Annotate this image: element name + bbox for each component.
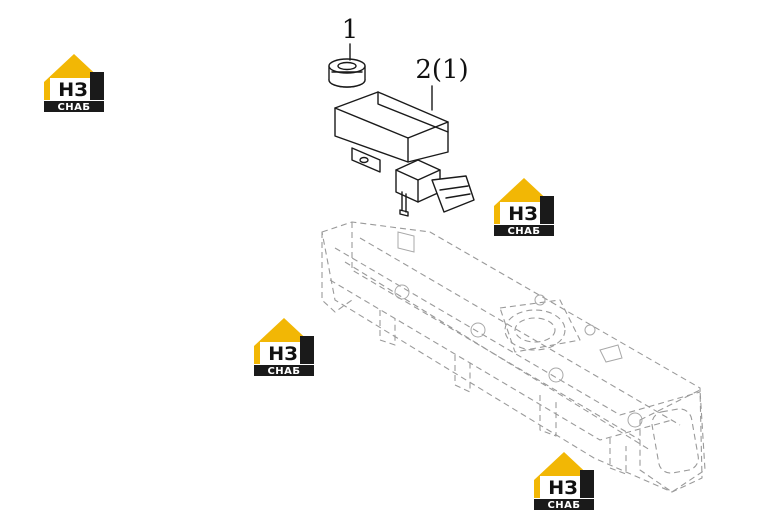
watermark-logo: НЗ СНАБ xyxy=(44,54,104,113)
bracket-part xyxy=(334,91,449,173)
logo-bottom-text: СНАБ xyxy=(507,226,540,237)
callout-2: 2(1) xyxy=(415,55,468,85)
logo-top-text: НЗ xyxy=(58,79,87,101)
logo-bottom-text: СНАБ xyxy=(547,500,580,511)
sensor-part xyxy=(395,159,475,217)
logo-bottom-text: СНАБ xyxy=(267,366,300,377)
watermark-logo: НЗ СНАБ xyxy=(494,178,554,237)
watermark-logo: НЗ СНАБ xyxy=(534,452,594,511)
grommet-part xyxy=(328,58,366,88)
callout-1: 1 xyxy=(342,15,359,45)
logo-top-text: НЗ xyxy=(508,203,537,225)
logo-top-text: НЗ xyxy=(268,343,297,365)
logo-top-text: НЗ xyxy=(548,477,577,499)
watermark-logo: НЗ СНАБ xyxy=(254,318,314,377)
logo-bottom-text: СНАБ xyxy=(57,102,90,113)
leader-lines xyxy=(349,43,433,111)
intake-manifold-outline xyxy=(321,221,706,493)
